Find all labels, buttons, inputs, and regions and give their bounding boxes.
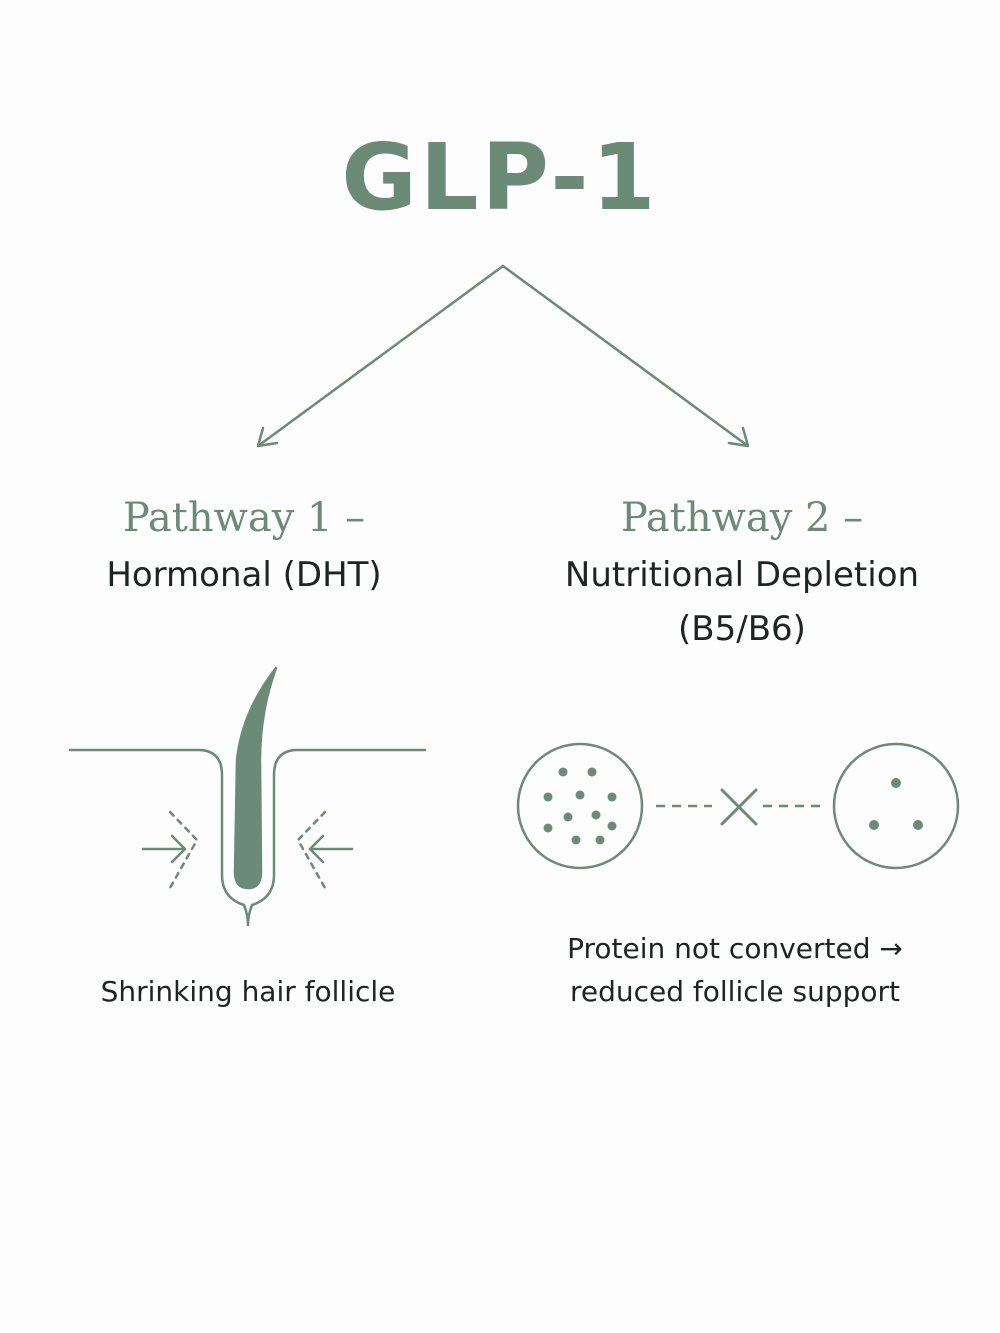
skin-surface-left — [68, 748, 427, 927]
nutrient-caption: Protein not converted → reduced follicle… — [567, 932, 903, 1009]
branch-arrows — [256, 264, 750, 448]
diagram-title: GLP-1 — [341, 124, 659, 231]
right-arrow — [308, 834, 354, 864]
pathway-1-heading: Pathway 1 – — [122, 495, 366, 541]
right-pressure-lines — [296, 810, 327, 890]
arrow-left — [256, 264, 505, 448]
pathway-1-subtitle: Hormonal (DHT) — [106, 555, 382, 595]
full-nutrient-circle — [516, 742, 644, 870]
left-pressure-lines — [168, 810, 199, 890]
depleted-nutrient-circle — [832, 742, 960, 870]
blocked-x-icon — [720, 788, 758, 826]
nutrient-dots-depleted — [869, 778, 923, 830]
nutrient-depletion-icon — [516, 742, 960, 870]
arrow-right — [501, 264, 750, 448]
follicle-caption: Shrinking hair follicle — [100, 975, 396, 1008]
pathway-2-subtitle: Nutritional Depletion (B5/B6) — [564, 555, 920, 650]
hair-shaft — [233, 666, 278, 890]
left-arrow — [141, 834, 187, 864]
nutrient-dots-full — [543, 767, 617, 845]
pathway-2-heading: Pathway 2 – — [620, 495, 864, 541]
hair-follicle-icon — [68, 666, 427, 927]
